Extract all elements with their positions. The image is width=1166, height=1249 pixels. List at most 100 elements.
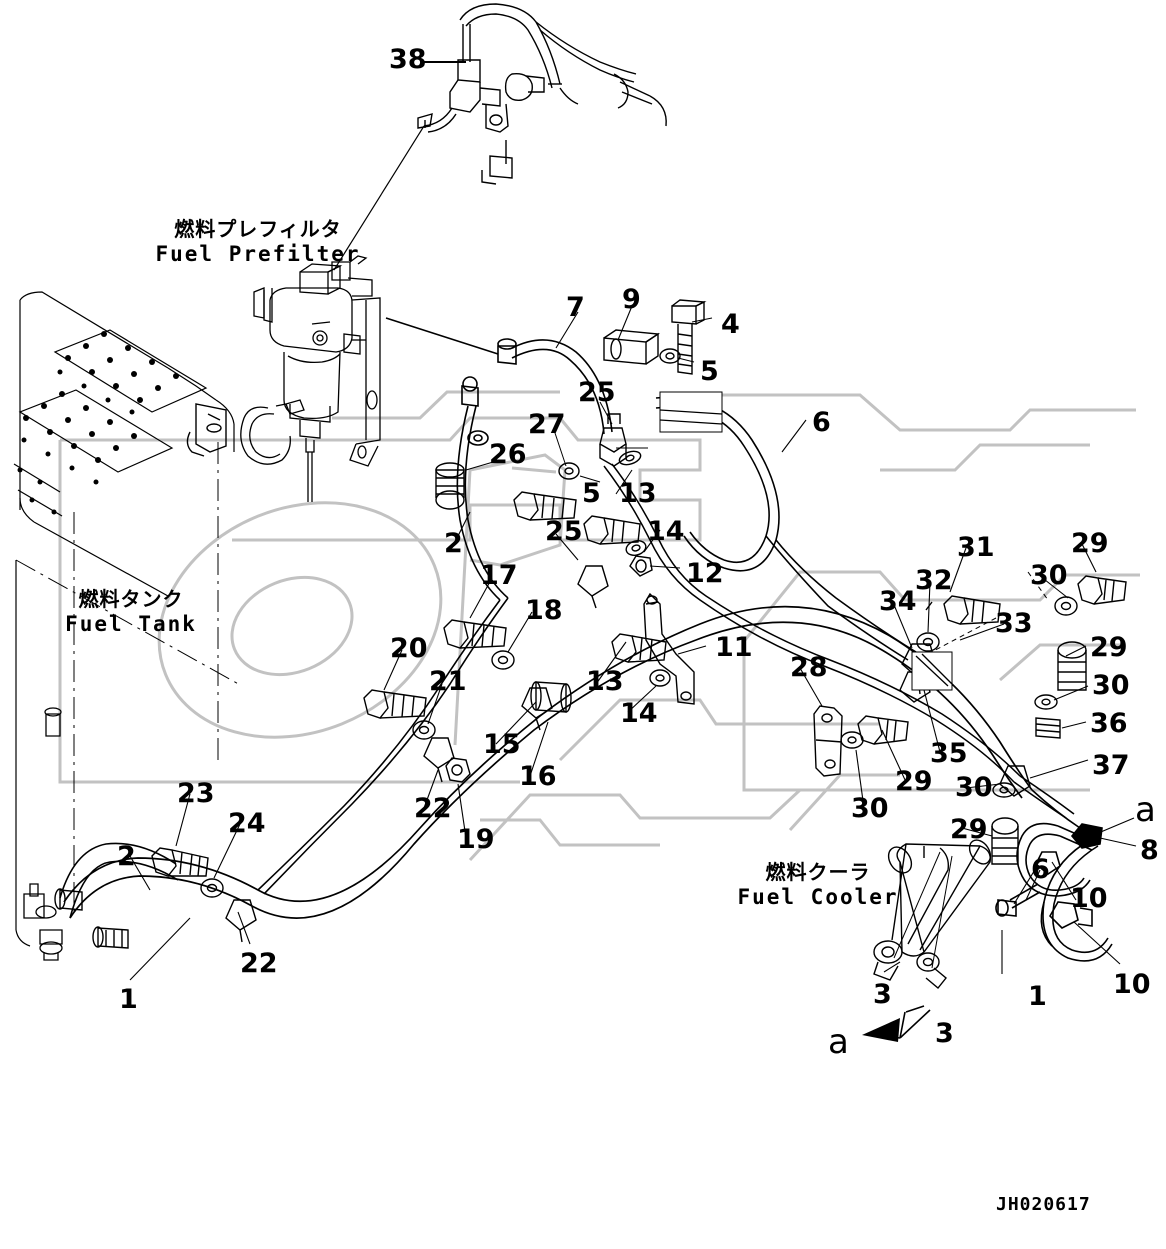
label-fuel-tank-en: Fuel Tank <box>65 611 197 636</box>
part-callout-29: 29 <box>1071 528 1109 559</box>
part-callout-36: 36 <box>1090 708 1128 739</box>
part-callout-29: 29 <box>895 766 933 797</box>
leader-prefilter-harness <box>333 125 425 271</box>
leader-33-dashed <box>923 571 1049 657</box>
part-callout-22: 22 <box>240 948 278 979</box>
part-callout-30: 30 <box>851 793 889 824</box>
washer-5-mid <box>558 462 580 480</box>
hose-clamps <box>225 565 1031 943</box>
tank-mount-bracket <box>186 403 227 457</box>
part-callout-30: 30 <box>1030 560 1068 591</box>
part-callout-8: 8 <box>1140 835 1159 866</box>
part-callout-4: 4 <box>721 309 740 340</box>
part-callout-17: 17 <box>480 560 518 591</box>
part-callout-14: 14 <box>647 516 685 547</box>
label-fuel-tank-jp: 燃料タンク <box>78 587 184 611</box>
label-fuel-cooler: 燃料クーラ Fuel Cooler <box>737 860 899 909</box>
part-callout-14: 14 <box>620 698 658 729</box>
part-callout-29: 29 <box>950 814 988 845</box>
tank-outlet-fittings <box>23 707 63 961</box>
part-callout-9: 9 <box>622 284 641 315</box>
part-callout-10: 10 <box>1113 969 1151 1000</box>
part-callout-5: 5 <box>700 356 719 387</box>
label-fuel-tank: 燃料タンク Fuel Tank <box>65 587 197 636</box>
part-callout-16: 16 <box>519 761 557 792</box>
part-callout-23: 23 <box>177 778 215 809</box>
part-callout-37: 37 <box>1092 750 1130 781</box>
part-callout-2: 2 <box>117 841 136 872</box>
washer-5-upper <box>659 348 681 364</box>
part-callout-31: 31 <box>957 532 995 563</box>
part-callout-1: 1 <box>119 984 138 1015</box>
part-callout-6: 6 <box>812 407 831 438</box>
hose-7 <box>385 317 613 435</box>
bolt-27 <box>513 491 577 521</box>
part-callout-5: 5 <box>582 478 601 509</box>
part-callout-2: 2 <box>444 528 463 559</box>
nut-19 <box>445 757 471 783</box>
part-callout-27: 27 <box>528 409 566 440</box>
part-callout-3: 3 <box>935 1018 954 1049</box>
section-arrow-a <box>862 1005 931 1042</box>
part-callout-10: 10 <box>1070 883 1108 914</box>
hose-right-descend <box>1013 775 1081 829</box>
part-callout-20: 20 <box>390 633 428 664</box>
part-callout-13: 13 <box>619 478 657 509</box>
part-callout-30: 30 <box>955 772 993 803</box>
part-callout-25: 25 <box>578 377 616 408</box>
label-fuel-prefilter-jp: 燃料プレフィルタ <box>174 217 342 241</box>
hose-inner-run <box>603 463 1021 783</box>
part-callout-32: 32 <box>915 565 953 596</box>
bolt-4 <box>671 299 707 375</box>
part-callout-26: 26 <box>489 439 527 470</box>
part-38-harness <box>417 3 667 185</box>
label-fuel-cooler-en: Fuel Cooler <box>737 884 899 909</box>
part-callout-11: 11 <box>715 632 753 663</box>
part-callout-25: 25 <box>545 516 583 547</box>
fitting-9 <box>603 329 661 365</box>
spacer-16 <box>530 681 572 713</box>
label-fuel-cooler-jp: 燃料クーラ <box>765 860 871 884</box>
part-callout-24: 24 <box>228 808 266 839</box>
part-callout-35: 35 <box>930 738 968 769</box>
hose-6-upper <box>655 396 917 661</box>
tank-step-perforations <box>17 331 179 515</box>
tank-center-lines <box>15 442 243 912</box>
part-callout-6: 6 <box>1031 854 1050 885</box>
washer-12 <box>629 555 653 577</box>
part-callout-30: 30 <box>1092 670 1130 701</box>
part-callout-12: 12 <box>686 558 724 589</box>
part-callout-1: 1 <box>1028 981 1047 1012</box>
hose-end-fittings-left <box>54 888 129 949</box>
part-callout-19: 19 <box>457 824 495 855</box>
detail-box-lines <box>659 409 953 687</box>
view-mark-a-right: a <box>1135 790 1156 830</box>
part-callout-21: 21 <box>429 666 467 697</box>
part-callout-13: 13 <box>586 666 624 697</box>
callout-leaders <box>129 305 1137 981</box>
part-callout-7: 7 <box>566 292 585 323</box>
part-callout-29: 29 <box>1090 632 1128 663</box>
fuel-prefilter-assembly <box>240 255 381 502</box>
view-mark-a-lower: a <box>828 1022 849 1062</box>
leader-25-upper <box>599 401 613 425</box>
leaders-cooler <box>893 851 953 969</box>
bolt-26-part <box>435 462 465 510</box>
part-callout-38: 38 <box>389 44 427 75</box>
part-callout-34: 34 <box>879 586 917 617</box>
fuel-tank-body <box>13 291 235 947</box>
part-callout-28: 28 <box>790 652 828 683</box>
leader-27 <box>553 429 567 467</box>
detail-boxes <box>659 391 953 691</box>
fasteners <box>151 515 1127 898</box>
part-callout-18: 18 <box>525 595 563 626</box>
part-callout-22: 22 <box>414 793 452 824</box>
part-callout-33: 33 <box>995 608 1033 639</box>
bracket-11 <box>643 592 695 705</box>
washer-13-upper <box>618 450 642 466</box>
hose-loop-cooler <box>995 822 1113 962</box>
drawing-number: JH020617 <box>996 1194 1091 1215</box>
bracket-28 <box>813 705 843 777</box>
part-callout-15: 15 <box>483 729 521 760</box>
